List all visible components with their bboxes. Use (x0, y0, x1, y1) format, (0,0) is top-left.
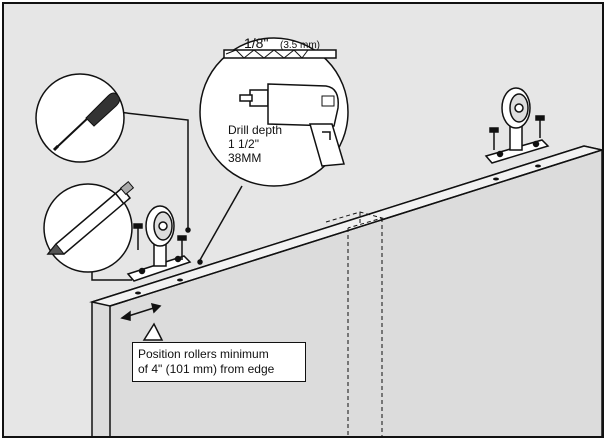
drill-depth-label: Drill depth (228, 123, 282, 137)
callout-pointer (142, 322, 164, 341)
drill-bit-icon (223, 49, 337, 59)
installation-diagram: 1/8" (3.5 mm) Drill depth 1 1/2" 38MM Po… (2, 2, 604, 438)
pencil-icon (46, 181, 135, 255)
screwdriver-icon (52, 92, 121, 152)
callout-line-2: of 4" (101 mm) from edge (138, 362, 275, 376)
screw-icon (177, 235, 187, 260)
hole-marks (135, 164, 541, 295)
callout-line-1: Position rollers minimum (138, 347, 269, 361)
power-drill-icon (239, 83, 345, 167)
pencil-callout (43, 181, 135, 273)
door-seam (325, 211, 384, 436)
drill-depth-imperial: 1 1/2" (228, 137, 259, 151)
screwdriver-callout (35, 73, 125, 163)
measure-arrow (120, 302, 162, 321)
roller-bracket-left (126, 205, 192, 282)
roller-bracket-right (484, 87, 550, 164)
screw-icon (133, 223, 143, 250)
screw-icon (535, 115, 545, 138)
drill-depth-metric: 38MM (228, 151, 261, 165)
position-callout: Position rollers minimum of 4" (101 mm) … (132, 342, 306, 382)
door-panel (89, 145, 602, 436)
drill-bit-metric: (3.5 mm) (280, 40, 320, 51)
screw-icon (489, 127, 499, 150)
drill-bit-size: 1/8" (244, 35, 268, 51)
drill-callout (199, 37, 349, 187)
